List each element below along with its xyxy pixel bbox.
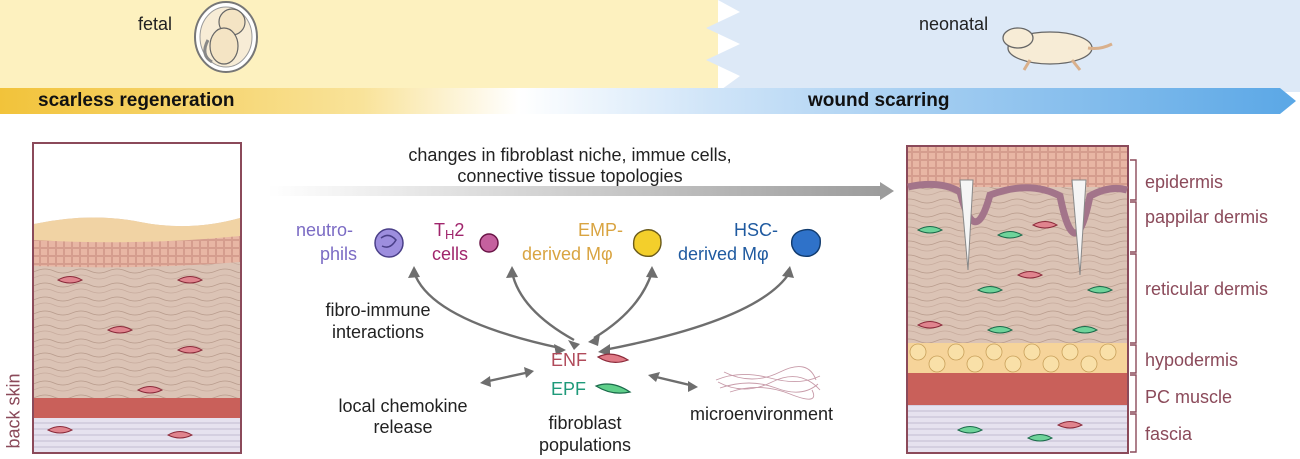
enf-fibroblast-icon (596, 353, 630, 363)
epf-cell-14 (986, 326, 1014, 334)
arrowheads (408, 266, 794, 392)
chemokine-label-line1: local chemokine (338, 396, 468, 416)
enf-cell-4 (46, 426, 74, 434)
epf-cell-12 (1086, 286, 1114, 294)
enf-cell-13 (916, 321, 944, 329)
adipocyte-10 (1099, 343, 1117, 361)
adipocyte-8 (1061, 343, 1079, 361)
adipocyte-2 (947, 343, 965, 361)
microenvironment-fibers-icon (715, 366, 821, 400)
th2-label-line1: TH2 (434, 220, 465, 242)
fibroblast-populations-line2: populations (538, 435, 632, 455)
hsc-macrophage-label-line2: derived Mφ (678, 244, 769, 264)
emp-macrophage-icon (632, 229, 662, 258)
adipocyte-1 (928, 355, 946, 373)
enf-cell-18 (1056, 421, 1084, 429)
fibro-immune-label-line1: fibro-immune (325, 300, 431, 320)
fibroblast-populations-line1: fibroblast (548, 413, 622, 433)
layer-label-pappilar-dermis: pappilar dermis (1145, 207, 1269, 227)
adipocyte-7 (1042, 355, 1060, 373)
epf-fibroblast-icon (594, 383, 632, 394)
neutrophils-label-line1: neutro- (296, 220, 354, 240)
fetal-band (0, 0, 718, 92)
layer-brackets (1130, 159, 1137, 453)
th2-label-line2: cells (432, 244, 469, 264)
neonatal-skin-panel (906, 145, 1129, 454)
adipocyte-3 (966, 355, 984, 373)
epf-cell-10 (976, 286, 1004, 294)
fetal-label: fetal (138, 14, 173, 34)
neonatal-mouse-icon (1002, 27, 1113, 71)
niche-change-arrow (268, 182, 894, 200)
layer-label-hypodermis: hypodermis (1145, 350, 1239, 370)
enf-cell-11 (1016, 271, 1044, 279)
layer-label-fascia: fascia (1145, 424, 1193, 444)
neonatal-band (706, 0, 1300, 92)
layer-label-reticular-dermis: reticular dermis (1145, 279, 1269, 299)
back-skin-label: back skin (3, 373, 24, 449)
adipocyte-0 (909, 343, 927, 361)
enf-cell-1 (106, 326, 134, 334)
adipocyte-5 (1004, 355, 1022, 373)
epf-label: EPF (551, 379, 587, 399)
wound-scarring-label: wound scarring (808, 90, 950, 111)
epf-cell-16 (956, 426, 984, 434)
epf-cell-15 (1071, 326, 1099, 334)
enf-cell-9 (1031, 221, 1059, 229)
epf-cell-8 (996, 231, 1024, 239)
fetal-embryo-icon (194, 1, 258, 73)
enf-cell-5 (166, 431, 194, 439)
adipocyte-4 (985, 343, 1003, 361)
emp-macrophage-label-line1: EMP- (578, 220, 623, 240)
adipocyte-6 (1023, 343, 1041, 361)
scarless-regeneration-label: scarless regeneration (38, 90, 235, 111)
scarring-gradient-bar (0, 88, 1296, 114)
enf-cell-2 (176, 346, 204, 354)
fetal-skin-panel (32, 142, 242, 454)
neutrophil-icon (374, 228, 404, 258)
fibro-immune-label-line2: interactions (331, 322, 425, 342)
neutrophils-label-line2: phils (320, 244, 358, 264)
epf-cell-17 (1026, 434, 1054, 442)
enf-label: ENF (551, 350, 587, 370)
layer-label-pc-muscle: PC muscle (1145, 387, 1233, 407)
epf-cell-7 (916, 226, 944, 234)
niche-change-text-line1: changes in fibroblast niche, immue cells… (408, 145, 732, 165)
enf-cell-6 (176, 276, 204, 284)
chemokine-label-line2: release (373, 417, 433, 437)
emp-macrophage-label-line2: derived Mφ (522, 244, 613, 264)
layer-label-epidermis: epidermis (1145, 172, 1224, 192)
neonatal-label: neonatal (919, 14, 989, 34)
adipocyte-9 (1080, 355, 1098, 373)
fibro-immune-arrows (412, 271, 792, 388)
enf-cell-3 (136, 386, 164, 394)
hsc-macrophage-icon (790, 228, 821, 257)
microenvironment-label: microenvironment (690, 404, 834, 424)
niche-change-text-line2: connective tissue topologies (457, 166, 683, 186)
th2-cell-icon (479, 233, 499, 253)
enf-cell-0 (56, 276, 84, 284)
hsc-macrophage-label-line1: HSC- (734, 220, 778, 240)
